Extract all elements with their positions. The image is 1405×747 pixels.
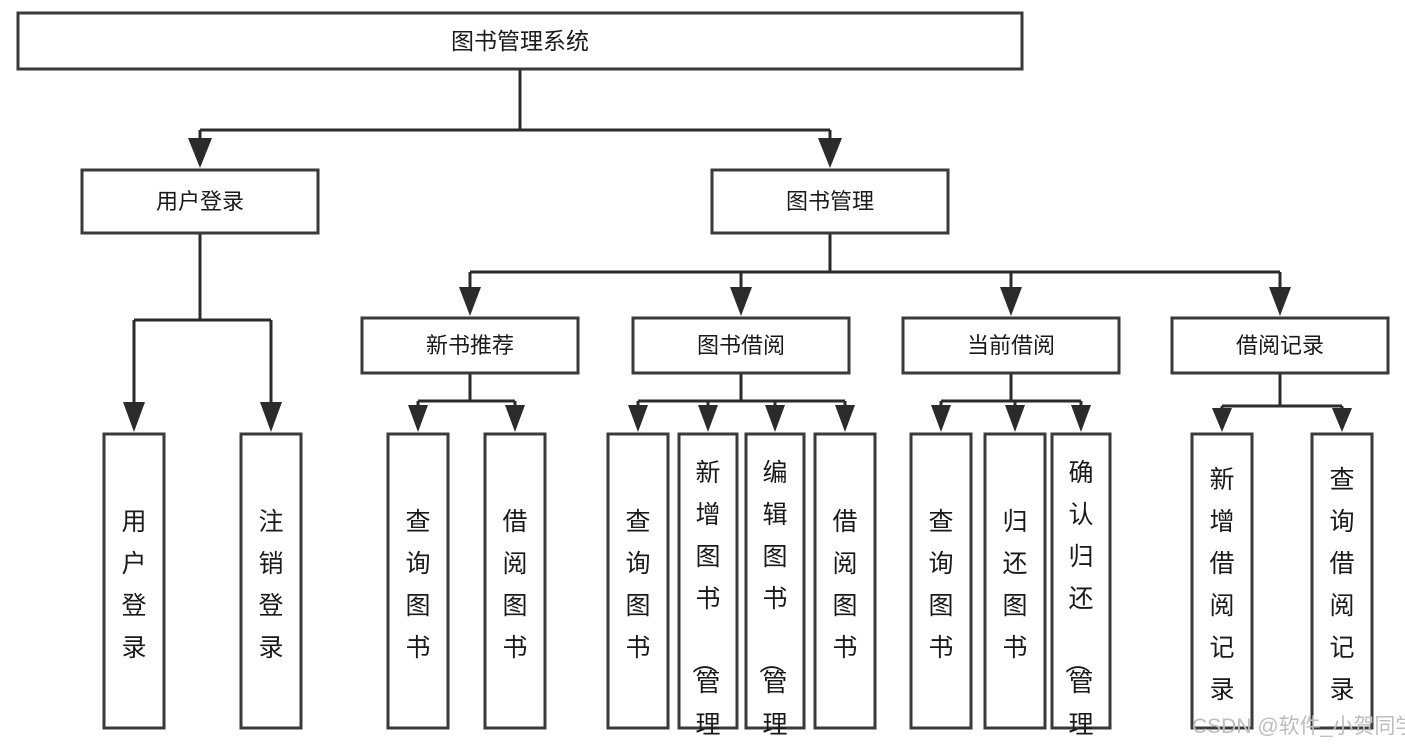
node-leaf-return-book-box[interactable] [983,432,1047,730]
node-leaf-query-book-recommend[interactable]: 查询图书 [386,432,450,730]
node-leaf-borrow-book-box[interactable] [813,432,877,730]
node-leaf-query-book-recommend-box[interactable] [386,432,450,730]
node-new-book-recommend-label: 新书推荐 [426,333,514,358]
node-leaf-borrow-book-recommend-label: 借阅图书 [502,508,527,662]
node-leaf-edit-book-label: 编辑图书（管理员） [756,459,787,747]
node-leaf-borrow-book-recommend[interactable]: 借阅图书 [483,432,547,730]
node-user-login-box[interactable] [80,168,320,235]
arrow-head-user-login [188,138,212,168]
node-leaf-query-book-current[interactable]: 查询图书 [909,432,973,730]
node-leaf-return-book[interactable]: 归还图书 [983,432,1047,730]
connector-group-current-borrow [931,373,1091,432]
arrow-head-leaf-add-book [698,405,718,432]
node-leaf-add-borrow-record-box[interactable] [1190,432,1254,730]
node-leaf-query-book-borrow-box[interactable] [606,432,670,730]
arrow-head-book-management [818,138,842,168]
arrow-head-current-borrow [1000,287,1022,316]
arrow-head-leaf-query-book-current [931,405,951,432]
arrow-head-leaf-logout [260,402,282,432]
node-leaf-query-book-recommend-label: 查询图书 [405,508,430,662]
connector-group-new-book-recommend [408,373,525,432]
node-borrow-record[interactable]: 借阅记录 [1170,316,1390,375]
arrow-head-leaf-edit-book [765,405,785,432]
node-leaf-add-book-label: 新增图书（管理员） [689,459,720,747]
node-leaf-add-book[interactable]: 新增图书（管理员） [677,432,739,747]
leaf-node-layer: 用户登录 注销登录 查询图书 借阅图书 查询图书 新增图书（管理员） 编辑图书（管理员） 借阅… [102,432,1374,747]
node-leaf-borrow-book[interactable]: 借阅图书 [813,432,877,730]
node-book-borrow-box[interactable] [631,316,851,375]
arrow-head-leaf-query-book-recommend [408,405,428,432]
node-leaf-add-book-box[interactable] [677,432,739,730]
node-root-box[interactable] [16,11,1024,71]
node-leaf-query-book-borrow[interactable]: 查询图书 [606,432,670,730]
node-new-book-recommend-box[interactable] [360,316,580,375]
node-current-borrow-box[interactable] [901,316,1121,375]
arrow-head-borrow-record [1269,287,1291,316]
node-book-management-label: 图书管理 [786,189,874,214]
node-leaf-query-book-current-box[interactable] [909,432,973,730]
node-root[interactable]: 图书管理系统 [16,11,1024,71]
node-leaf-add-borrow-record-label: 新增借阅记录 [1209,466,1234,704]
node-current-borrow-label: 当前借阅 [967,333,1055,358]
arrow-head-leaf-query-borrow-record [1332,408,1352,432]
node-leaf-user-login[interactable]: 用户登录 [102,432,166,730]
node-user-login-label: 用户登录 [156,189,244,214]
node-leaf-user-login-box[interactable] [102,432,166,730]
node-leaf-logout-box[interactable] [239,432,303,730]
node-leaf-logout-label: 注销登录 [258,508,283,662]
connector-group-book-management [459,233,1291,316]
node-leaf-confirm-return-box[interactable] [1050,432,1112,730]
csdn-watermark: CSDN @软件_小贺同学 [1192,715,1405,738]
arrow-head-leaf-user-login [123,402,145,432]
arrow-head-leaf-add-borrow-record [1212,408,1232,432]
node-leaf-borrow-book-label: 借阅图书 [832,508,857,662]
arrow-head-leaf-confirm-return [1071,405,1091,432]
node-leaf-confirm-return[interactable]: 确认归还（管理员） [1050,432,1112,747]
node-leaf-confirm-return-label: 确认归还（管理员） [1062,459,1093,747]
node-user-login[interactable]: 用户登录 [80,168,320,235]
connector-group-user-login [123,233,282,432]
node-current-borrow[interactable]: 当前借阅 [901,316,1121,375]
node-leaf-query-book-current-label: 查询图书 [928,508,953,662]
node-leaf-query-borrow-record-label: 查询借阅记录 [1329,466,1354,704]
arrow-head-book-borrow [730,287,752,316]
node-leaf-user-login-label: 用户登录 [121,508,146,662]
node-borrow-record-box[interactable] [1170,316,1390,375]
arrow-head-leaf-borrow-book [835,405,855,432]
node-leaf-edit-book[interactable]: 编辑图书（管理员） [744,432,806,747]
arrow-head-leaf-return-book [1005,405,1025,432]
node-borrow-record-label: 借阅记录 [1236,333,1324,358]
arrow-head-leaf-borrow-book-recommend [505,405,525,432]
connector-group-root [188,69,842,168]
node-book-borrow[interactable]: 图书借阅 [631,316,851,375]
connector-group-borrow-record [1212,373,1352,432]
arrow-head-leaf-query-book-borrow [628,405,648,432]
node-leaf-query-borrow-record-box[interactable] [1310,432,1374,730]
node-leaf-query-book-borrow-label: 查询图书 [625,508,650,662]
arrow-head-new-book-recommend [459,287,481,316]
node-leaf-query-borrow-record[interactable]: 查询借阅记录 [1310,432,1374,730]
node-book-management[interactable]: 图书管理 [710,168,950,235]
node-leaf-return-book-label: 归还图书 [1002,508,1027,662]
node-book-borrow-label: 图书借阅 [697,333,785,358]
node-book-management-box[interactable] [710,168,950,235]
node-leaf-edit-book-box[interactable] [744,432,806,730]
node-new-book-recommend[interactable]: 新书推荐 [360,316,580,375]
node-leaf-logout[interactable]: 注销登录 [239,432,303,730]
node-leaf-add-borrow-record[interactable]: 新增借阅记录 [1190,432,1254,730]
connector-group-book-borrow [628,373,855,432]
node-leaf-borrow-book-recommend-box[interactable] [483,432,547,730]
node-root-label: 图书管理系统 [451,28,589,54]
